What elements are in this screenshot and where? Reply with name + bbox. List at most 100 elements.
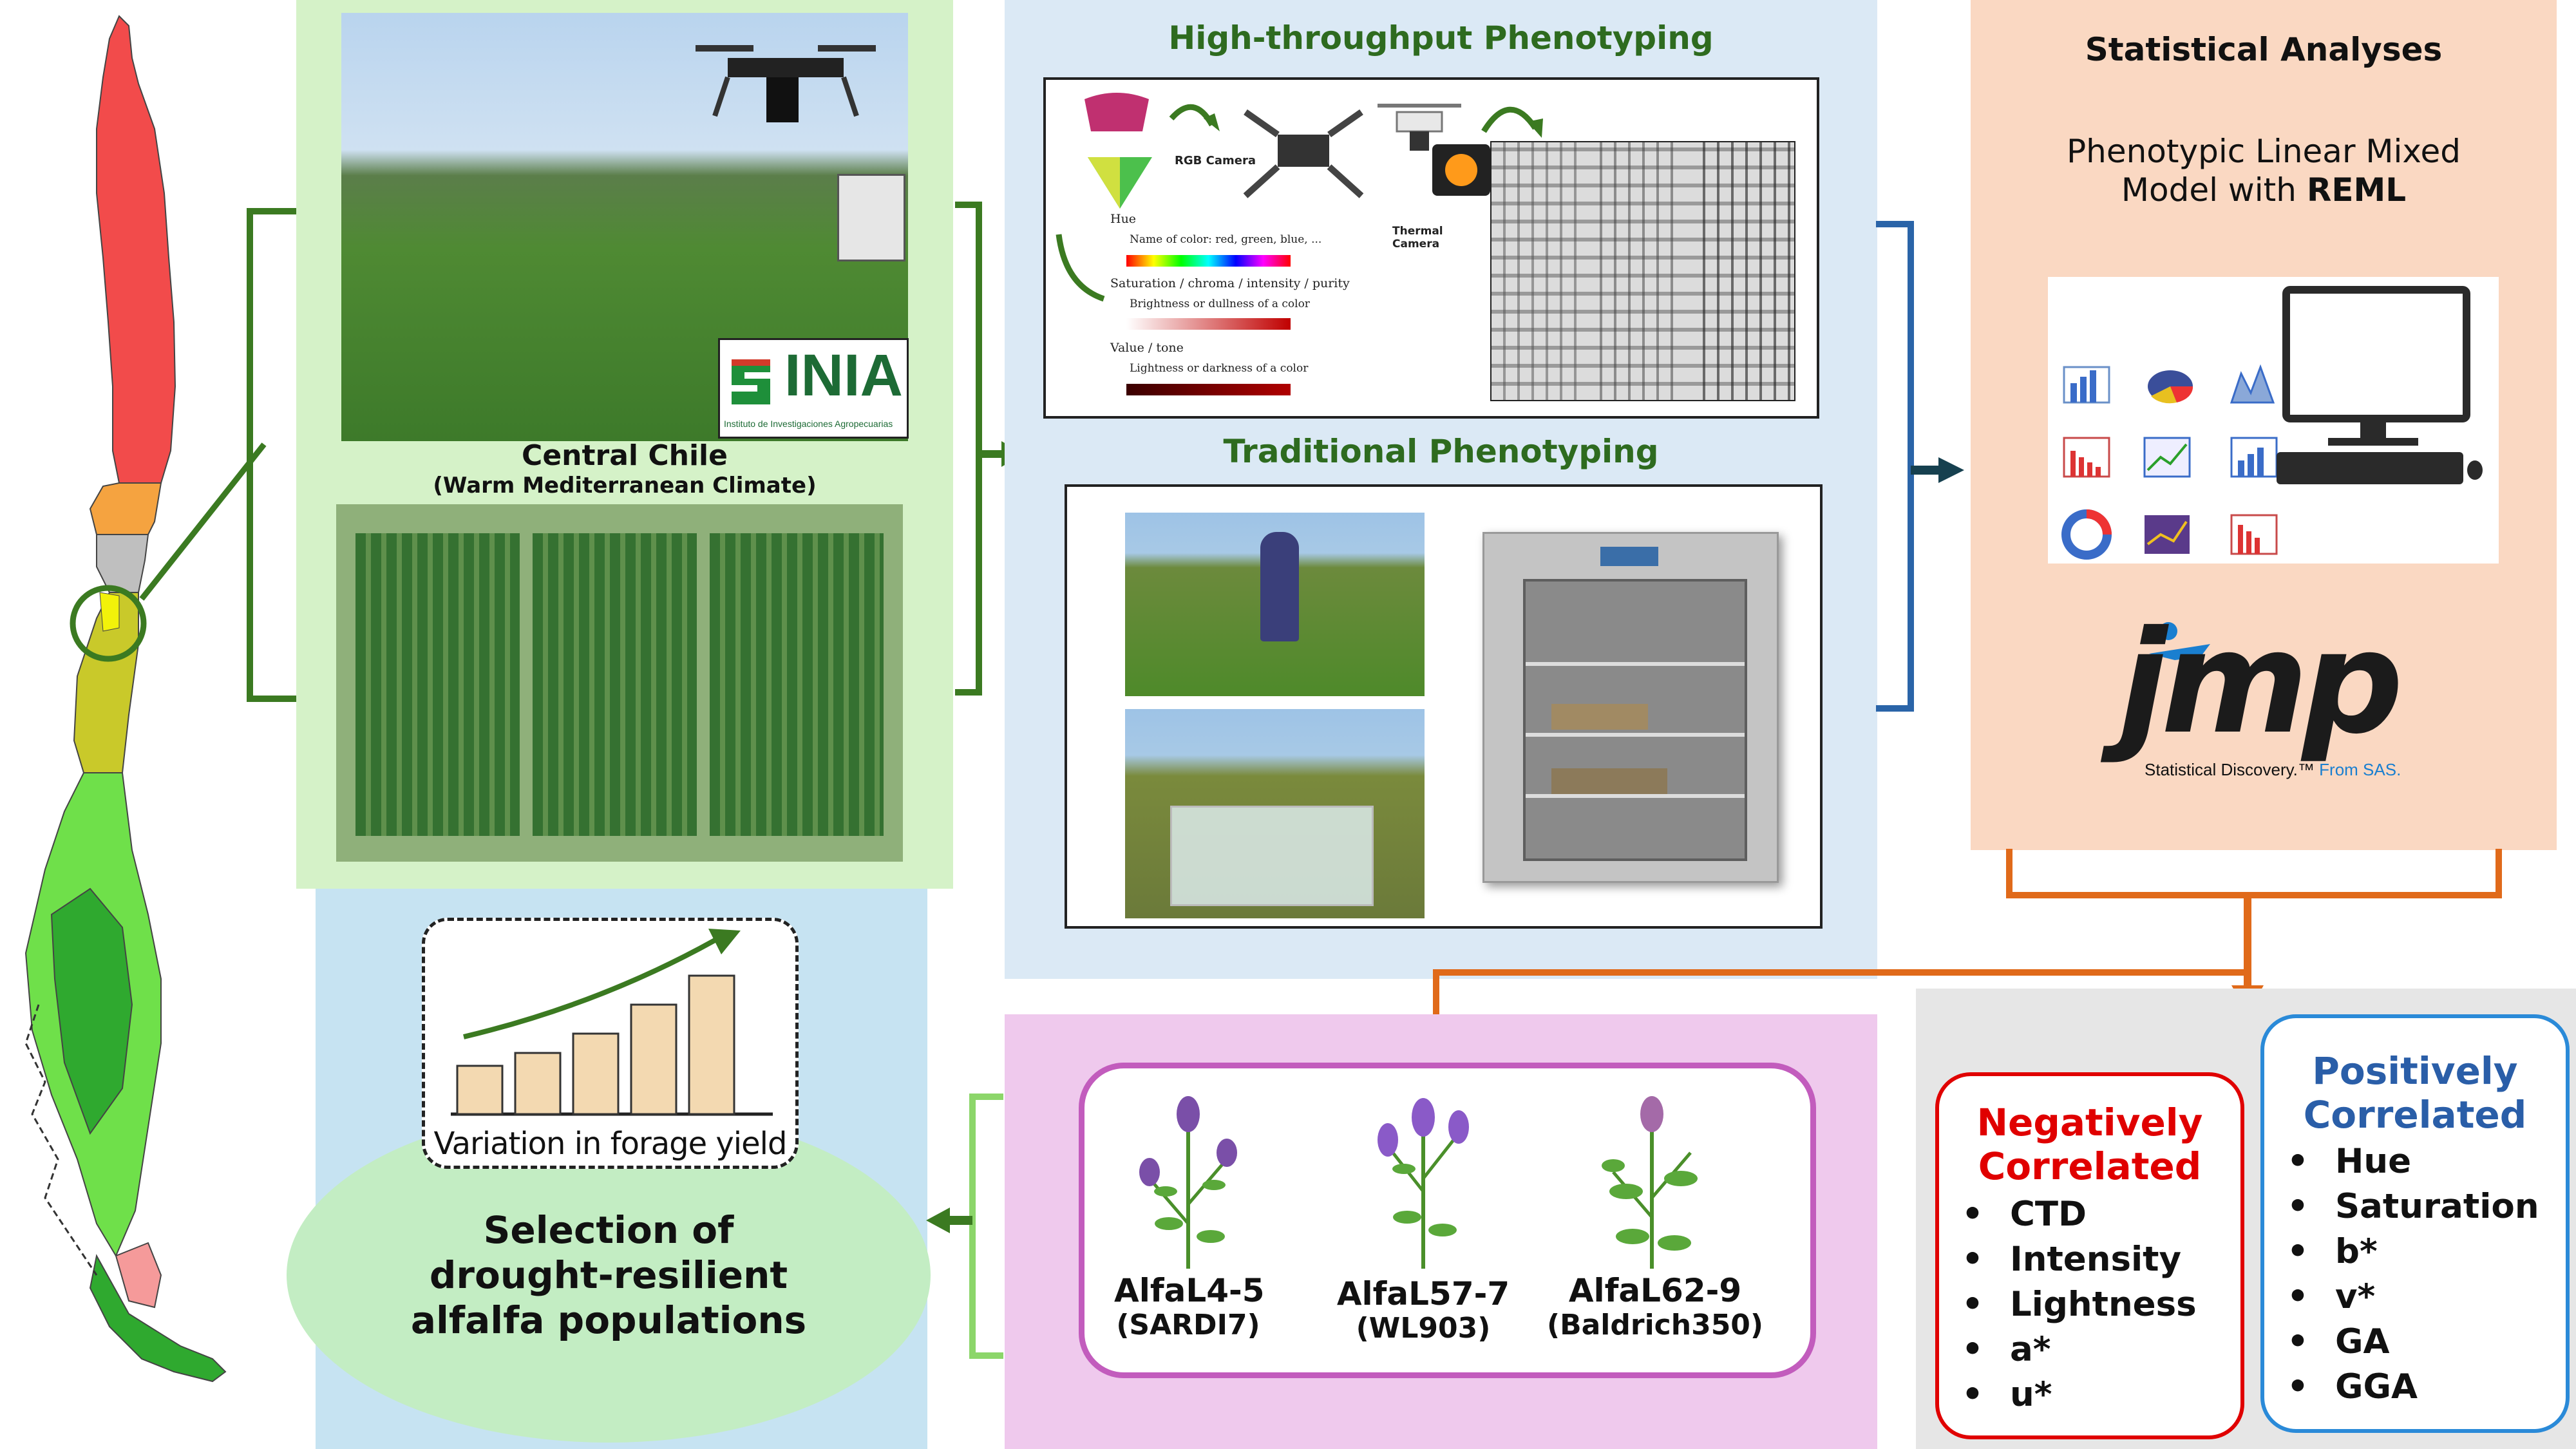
chile-map [24,15,227,1383]
yield-bar-4 [630,1003,677,1115]
oven-bag-2 [1551,768,1667,794]
population-2-name: AlfaL57-7 [1336,1275,1510,1312]
pheno-to-stats-connector [1876,221,1964,712]
saturation-gradient-bar [1126,318,1291,330]
location-label: Central Chile [522,439,728,472]
drone-field-photo [341,13,908,441]
plot-block-1 [355,533,520,836]
yield-trend-arrow [463,938,716,1039]
yield-bar-5 [688,974,735,1115]
model-line-2: Model with REML [1971,171,2557,209]
traditional-box[interactable] [1065,484,1823,929]
value-gradient-bar [1126,384,1291,395]
oven-bag-1 [1551,704,1648,730]
model-line-2-reml: REML [2306,171,2407,209]
hue-label: Hue [1110,212,1137,226]
value-label: Value / tone [1110,341,1184,355]
saturation-desc: Brightness or dullness of a color [1130,298,1310,310]
jmp-figure-icon [2149,622,2210,660]
stats-title: Statistical Analyses [2085,31,2443,68]
negative-list: CTD Intensity Lightness a* u* [1939,1192,2197,1417]
thermal-arrow [1481,106,1543,138]
jmp-logo-text: jmp [2119,600,2403,765]
negative-title-line2: Correlated [1978,1144,2202,1188]
thermal-camera-label-2: Camera [1392,238,1440,251]
saturation-label: Saturation / chroma / intensity / purity [1110,276,1350,290]
thermal-drone-icon [1378,104,1461,151]
inia-logo-subtitle: Instituto de Investigaciones Agropecuari… [724,419,893,429]
hue-desc: Name of color: red, green, blue, ... [1130,233,1322,246]
positive-item-ga: GA [2264,1320,2539,1365]
computer-icon [2277,286,2483,484]
color-cone-icon [1084,93,1152,209]
yield-bar-3 [572,1032,620,1115]
yield-chart-box: Variation in forage yield [422,918,799,1169]
model-line-1: Phenotypic Linear Mixed [2067,133,2461,170]
traditional-title: Traditional Phenotyping [1223,433,1659,470]
positive-item-gga: GGA [2264,1365,2539,1410]
oven-shelf-1 [1526,662,1745,666]
alfalfa-plant-3 [1602,1096,1698,1269]
value-desc: Lightness or darkness of a color [1130,362,1309,375]
left-bracket [247,208,296,702]
htp-box[interactable]: RGB Camera Thermal Camera Hue Name of co… [1043,77,1819,419]
population-3-parent: (Baldrich350) [1546,1309,1764,1341]
positive-item-b-star: b* [2264,1229,2539,1274]
oven-display [1600,547,1658,566]
jmp-logo: jmp Statistical Discovery.™ From SAS. [2119,605,2441,792]
population-3-name: AlfaL62-9 [1568,1272,1742,1309]
alfalfa-plant-2 [1378,1098,1469,1269]
oven-shelf-3 [1526,794,1745,798]
worker-figure [1260,532,1299,641]
negative-item-intensity: Intensity [1939,1237,2197,1282]
alfalfa-plant-1 [1139,1096,1237,1269]
harvest-bin [1170,806,1374,906]
positive-item-v-star: v* [2264,1274,2539,1320]
hue-gradient-bar [1126,255,1291,267]
thermal-image-block-1 [1492,142,1582,400]
positive-box: Positively Correlated Hue Saturation b* … [2260,1014,2570,1433]
negative-item-ctd: CTD [1939,1192,2197,1237]
positive-item-hue: Hue [2264,1139,2539,1184]
pops-to-selection-connector [926,1094,1003,1359]
analysis-illustration [2048,277,2499,564]
field-sampling-photo [1125,513,1425,696]
climate-label: (Warm Mediterranean Climate) [433,473,817,498]
population-1-parent: (SARDI7) [1116,1309,1260,1341]
htp-arrows [1056,104,1220,302]
positive-title-line1: Positively [2312,1049,2518,1093]
field-shed [837,174,905,261]
map-connector [139,442,267,601]
harvest-photo [1125,709,1425,918]
negative-title-line1: Negatively [1976,1101,2203,1144]
thermal-image [1490,141,1795,401]
positive-item-saturation: Saturation [2264,1184,2539,1229]
thermal-image-block-2 [1588,142,1685,400]
jmp-tagline-main: Statistical Discovery.™ [2145,760,2315,779]
inia-logo: INIA Instituto de Investigaciones Agrope… [718,338,909,439]
jmp-tagline: Statistical Discovery.™ From SAS. [2145,760,2401,780]
yield-caption: Variation in forage yield [433,1126,788,1162]
dslr-drone-icon [1243,109,1364,198]
thermal-camera-label-1: Thermal [1392,225,1443,238]
negative-item-u-star: u* [1939,1372,2197,1417]
populations-box [1079,1063,1816,1378]
yield-bar-1 [456,1065,504,1115]
yield-bar-chart [451,929,773,1116]
oven-shelf-2 [1526,733,1745,737]
selection-title-line2: drought-resilient [429,1253,788,1297]
drying-oven-photo [1482,532,1779,883]
population-2-parent: (WL903) [1356,1312,1491,1345]
htp-title: High-throughput Phenotyping [1168,19,1714,57]
population-1-name: AlfaL4-5 [1114,1272,1265,1309]
chart-icons-grid [2061,364,2278,560]
rgb-camera-label: RGB Camera [1175,154,1256,167]
drone-icon [696,45,876,122]
plot-block-3 [710,533,884,836]
negative-box: Negatively Correlated CTD Intensity Ligh… [1935,1072,2244,1439]
yield-bar-2 [514,1052,562,1115]
jmp-tagline-sas: From SAS. [2319,760,2401,779]
model-line-2-prefix: Model with [2121,171,2307,209]
positive-title-line2: Correlated [2303,1093,2527,1137]
selection-title-line3: alfalfa populations [410,1298,807,1342]
